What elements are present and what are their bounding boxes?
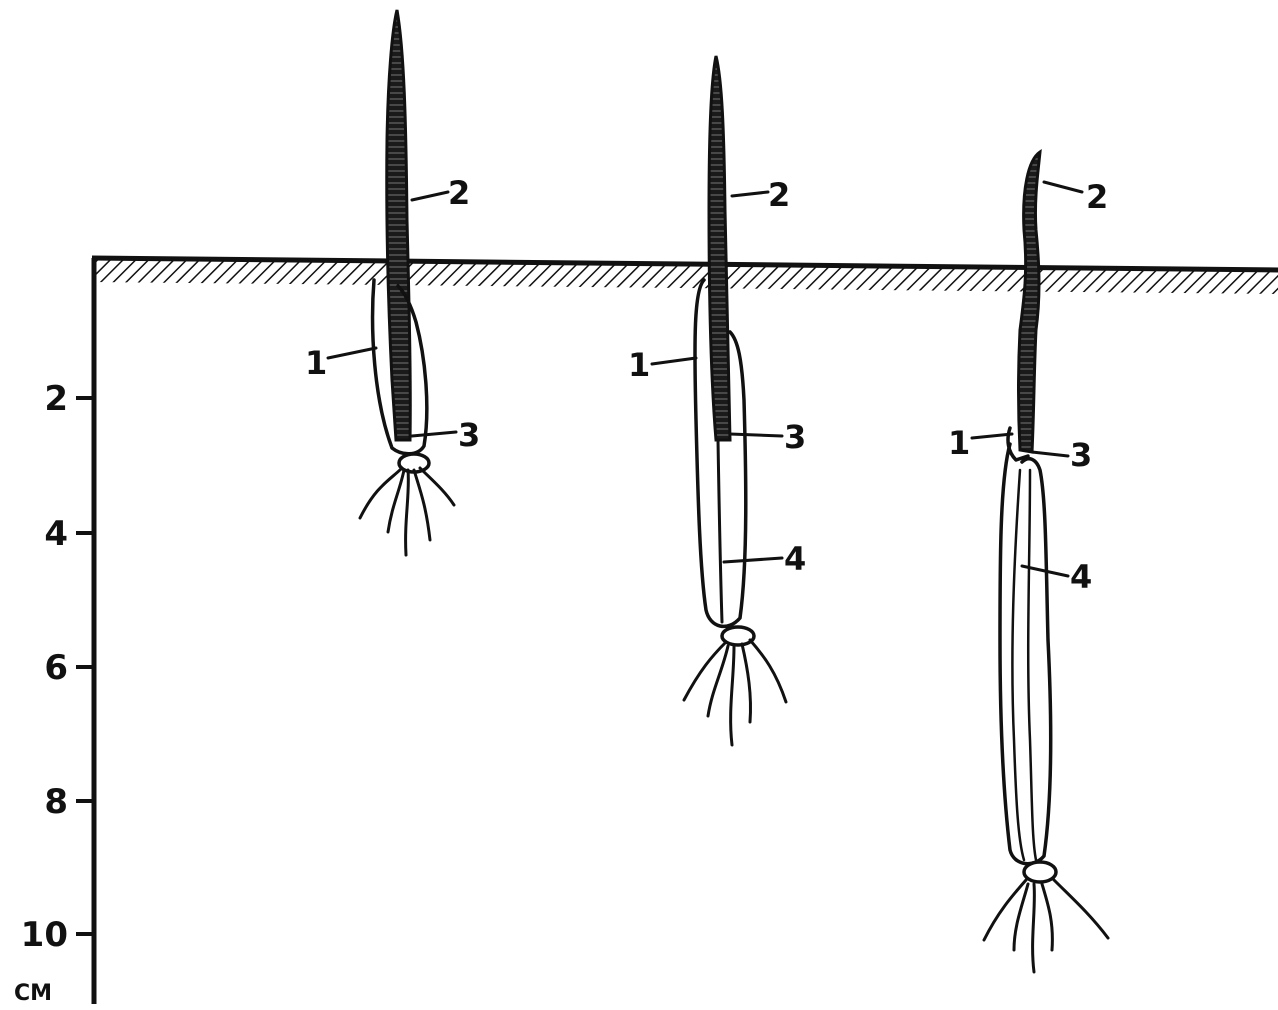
seed [1024,862,1056,882]
first-leaf [387,10,411,440]
tick-label-2: 2 [44,379,68,419]
tick-label-6: 6 [44,648,68,688]
depth-scale: 2 4 6 8 10 CM [14,258,94,1006]
tick-label-4: 4 [44,514,68,554]
first-leaf [1019,152,1041,452]
tick-label-10: 10 [21,915,68,955]
label-first-leaf: 2 [1086,178,1108,216]
label-mesocotyl: 4 [784,540,806,578]
label-node: 3 [1070,436,1092,474]
roots [360,468,454,555]
soil-surface [92,258,1278,294]
first-leaf [709,56,730,440]
label-first-leaf: 2 [448,174,470,212]
label-node: 3 [458,416,480,454]
label-coleoptile: 1 [628,346,650,384]
label-node: 3 [784,418,806,456]
scale-unit-label: CM [14,981,52,1006]
label-mesocotyl: 4 [1070,558,1092,596]
label-coleoptile: 1 [305,344,327,382]
mesocotyl [1000,444,1051,864]
tick-label-8: 8 [44,782,68,822]
roots [684,640,786,745]
label-first-leaf: 2 [768,176,790,214]
seedling-medium: 2 1 3 4 [628,56,806,745]
roots [984,880,1108,972]
label-coleoptile: 1 [948,424,970,462]
mesocotyl [718,440,722,622]
